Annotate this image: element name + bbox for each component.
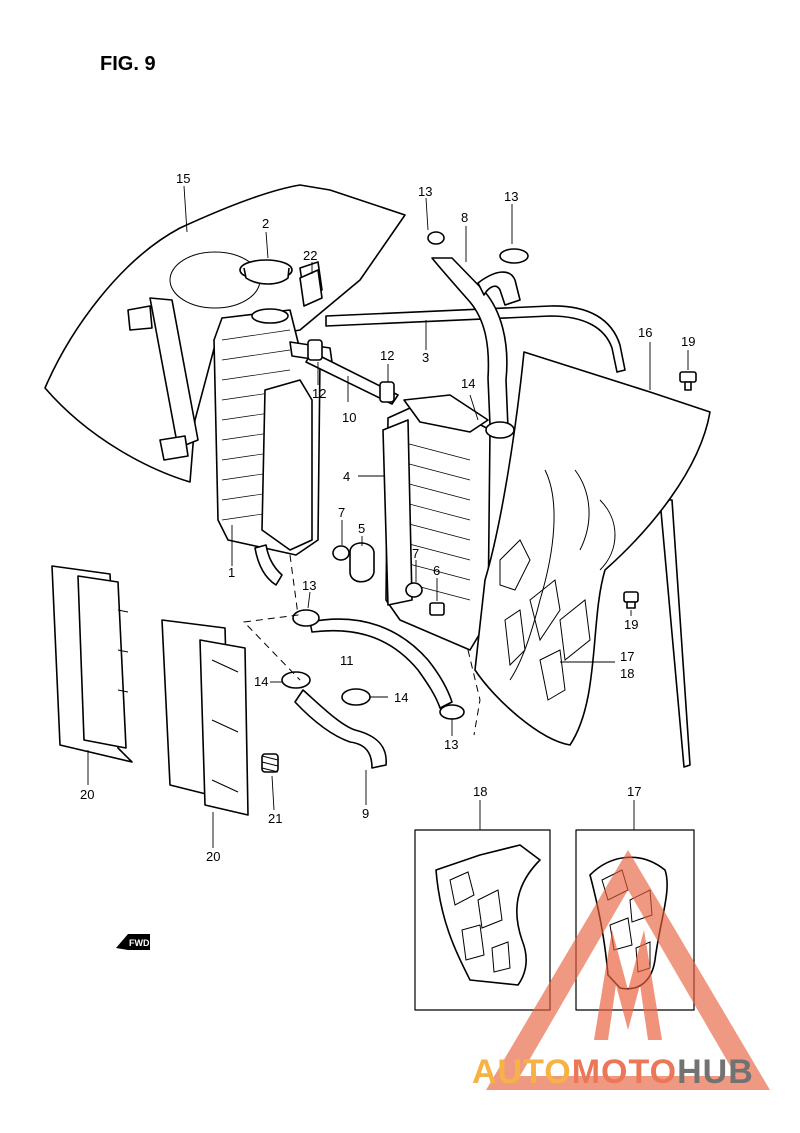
fwd-arrow: FWD: [116, 934, 150, 950]
callout-5: 5: [358, 521, 365, 536]
assembly-line-left: [242, 554, 301, 681]
callout-15: 15: [176, 171, 190, 186]
radiator-guard-left: [51, 565, 133, 785]
assembly-line-right: [467, 649, 481, 736]
callout-8: 8: [461, 210, 468, 225]
watermark-brand-a: AUTO: [472, 1053, 572, 1091]
callout-14-b: 14: [254, 674, 268, 689]
callout-3: 3: [422, 350, 429, 365]
callout-19-a: 19: [681, 334, 695, 349]
watermark-brand-b: MOTO: [572, 1053, 677, 1091]
callout-11: 11: [340, 653, 354, 668]
bracket-22: [299, 262, 323, 307]
watermark-triangle: [486, 850, 770, 1090]
callout-7-a: 7: [338, 505, 345, 520]
fwd-label: FWD: [129, 938, 150, 948]
bolt-19-lower: [623, 591, 639, 616]
upper-hose: [425, 197, 529, 439]
callout-13-b: 13: [504, 189, 518, 204]
radiator-louver: [474, 342, 711, 746]
callout-14-c: 14: [394, 690, 408, 705]
callout-12-a: 12: [380, 348, 394, 363]
figure-title: FIG. 9: [100, 53, 156, 75]
callout-20-b: 20: [206, 849, 220, 864]
callout-18-a: 18: [620, 666, 634, 681]
watermark-brand-c: HUB: [677, 1053, 754, 1091]
lower-hose: [292, 591, 465, 736]
watermark-logo: AUTOMOTOHUB: [472, 850, 770, 1091]
callout-20-a: 20: [80, 787, 94, 802]
bolt-19-upper: [679, 350, 697, 391]
watermark-brand: AUTOMOTOHUB: [472, 1053, 754, 1091]
bottom-hose: [270, 671, 388, 805]
callout-1: 1: [228, 565, 235, 580]
radiator-cap: [239, 231, 293, 285]
watermark-m: [594, 930, 662, 1040]
callout-14-a: 14: [461, 376, 475, 391]
decal-inset-18: [414, 800, 551, 1011]
callout-12-b: 12: [312, 386, 326, 401]
callout-6: 6: [433, 563, 440, 578]
callout-9: 9: [362, 806, 369, 821]
callout-13-c: 13: [302, 578, 316, 593]
radiator-right: [358, 394, 491, 651]
callout-7-b: 7: [412, 546, 419, 561]
callout-17-a: 17: [620, 649, 634, 664]
radiator-guard-right: [161, 619, 249, 848]
connecting-pipe: [305, 339, 399, 405]
callout-16: 16: [638, 325, 652, 340]
callout-18-b: 18: [473, 784, 487, 799]
callout-10: 10: [342, 410, 356, 425]
callout-4: 4: [343, 469, 350, 484]
spring: [261, 753, 279, 811]
grommets: [332, 520, 445, 616]
callout-labels: 15 2 22 13 8 13 3 16 19 12 12 10 14 4 1 …: [80, 171, 695, 864]
callout-13-a: 13: [418, 184, 432, 199]
callout-13-d: 13: [444, 737, 458, 752]
callout-21: 21: [268, 811, 282, 826]
callout-2: 2: [262, 216, 269, 231]
callout-22: 22: [303, 248, 317, 263]
callout-19-b: 19: [624, 617, 638, 632]
callout-17-b: 17: [627, 784, 641, 799]
